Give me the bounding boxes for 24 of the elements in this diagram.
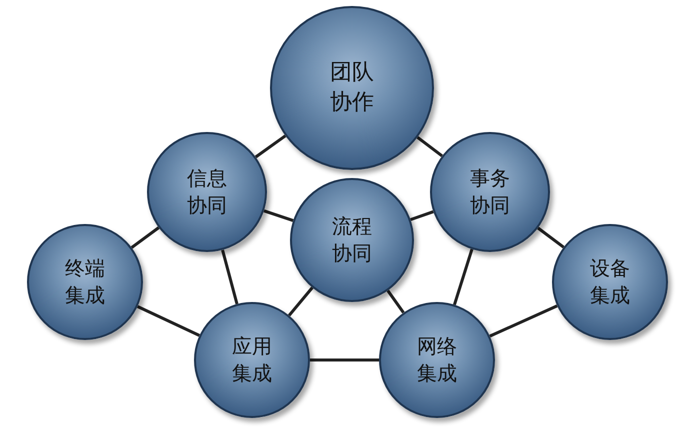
connector-line <box>537 226 564 248</box>
connector-line <box>410 210 434 222</box>
node-label: 终端集成 <box>64 255 106 309</box>
node-label: 信息协同 <box>186 165 228 219</box>
connector-line <box>263 209 294 222</box>
node-label: 网络集成 <box>416 333 458 387</box>
node-label: 应用集成 <box>231 333 273 387</box>
connector-line <box>221 250 238 304</box>
connector-line <box>288 286 314 316</box>
node-label: 团队协作 <box>329 59 375 117</box>
node-label: 事务协同 <box>469 165 511 219</box>
connector-line <box>386 290 405 314</box>
connector-line <box>136 305 200 337</box>
connector-line <box>254 134 286 158</box>
circle-node <box>430 132 550 252</box>
node-label: 流程协同 <box>331 213 373 267</box>
connector-line <box>489 304 558 338</box>
connector-line <box>310 358 379 362</box>
connector-line <box>453 248 474 306</box>
circle-node <box>379 302 495 418</box>
node-label: 设备集成 <box>589 255 631 309</box>
circle-node <box>552 224 668 340</box>
connector-line <box>416 136 443 158</box>
connector-line <box>130 226 160 249</box>
